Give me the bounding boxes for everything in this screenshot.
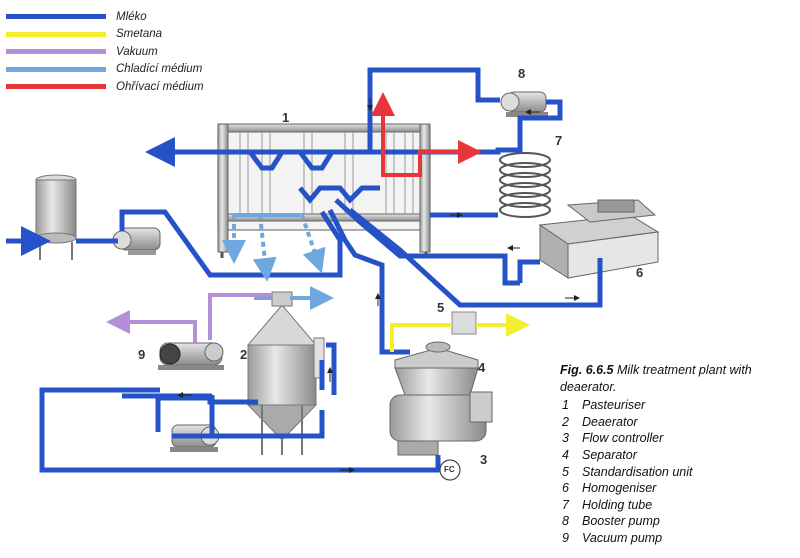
caption-item-label: Vacuum pump [582,530,663,545]
feed-pump [112,227,161,255]
legend-swatch [6,49,106,55]
caption-item: 5 Standardisation unit [560,464,796,481]
homogeniser [538,199,660,279]
caption-item: 4 Separator [560,447,796,464]
caption-item: 6 Homogeniser [560,480,796,497]
caption-item-label: Deaerator [582,414,638,429]
figure-caption: Fig. 6.6.5 Milk treatment plant with dea… [560,362,796,547]
caption-item-label: Flow controller [582,431,664,446]
vacuum-pipes [106,293,272,343]
cream-pipes [390,313,530,352]
flow-controller [439,459,461,481]
legend-item-cream: Smetana [6,26,246,44]
standardisation-unit [451,311,477,335]
caption-item-number: 5 [562,464,569,479]
pasteuriser [217,123,431,258]
label-booster-pump: 8 [518,66,526,81]
caption-item-label: Standardisation unit [582,464,693,479]
legend-swatch [6,31,106,37]
label-holding-tube: 7 [555,133,563,148]
deaerator [246,291,325,455]
legend: Mléko Smetana Vakuum Chladící médium Ohř… [6,8,246,96]
heating-medium-pipes [371,92,482,177]
milk-tank [35,174,77,260]
caption-item-label: Homogeniser [582,481,657,496]
caption-item-label: Booster pump [582,514,660,529]
caption-item-label: Pasteuriser [582,398,646,413]
label-vacuum-pump: 9 [138,347,146,362]
caption-item-label: Separator [582,447,637,462]
legend-item-heating: Ohřívací médium [6,78,246,96]
caption-item-number: 4 [562,447,569,462]
vacuum-pump [158,342,224,370]
caption-item: 1 Pasteuriser [560,397,796,414]
booster-pump [500,91,548,117]
caption-item-number: 3 [562,431,569,446]
caption-item-number: 8 [562,514,569,529]
label-separator: 4 [478,360,486,375]
caption-item-number: 1 [562,398,569,413]
legend-item-cooling: Chladící médium [6,61,246,79]
legend-label: Ohřívací médium [116,80,204,93]
caption-item-number: 6 [562,481,569,496]
separator [389,341,493,456]
legend-label: Smetana [116,28,163,41]
legend-item-milk: Mléko [6,8,246,26]
holding-tube [499,152,551,218]
milk-pipes [6,67,603,473]
caption-title-text: Milk treatment plant with deaerator. [560,363,752,394]
caption-item: 9 Vacuum pump [560,530,796,547]
legend-label: Vakuum [116,45,158,58]
caption-title: Fig. 6.6.5 Milk treatment plant with dea… [560,362,796,395]
label-pasteuriser: 1 [282,110,290,125]
caption-item-number: 2 [562,414,569,429]
flow-controller-text: FC [444,465,455,474]
legend-swatch [6,66,106,72]
legend-item-vacuum: Vakuum [6,43,246,61]
caption-item: 3 Flow controller [560,430,796,447]
legend-swatch [6,14,106,20]
label-standardisation-unit: 5 [437,300,445,315]
legend-label: Chladící médium [116,63,203,76]
legend-label: Mléko [116,10,147,23]
caption-item-number: 7 [562,497,569,512]
caption-item: 8 Booster pump [560,513,796,530]
label-homogeniser: 6 [636,265,644,280]
cooling-medium-pipes [222,213,334,310]
legend-swatch [6,84,106,90]
caption-item-number: 9 [562,530,569,545]
caption-item: 7 Holding tube [560,497,796,514]
label-deaerator: 2 [240,347,248,362]
flow-direction-arrows [177,98,580,473]
label-flow-controller: 3 [480,452,488,467]
caption-fig-number: Fig. 6.6.5 [560,363,614,377]
caption-item: 2 Deaerator [560,414,796,431]
caption-item-label: Holding tube [582,497,653,512]
